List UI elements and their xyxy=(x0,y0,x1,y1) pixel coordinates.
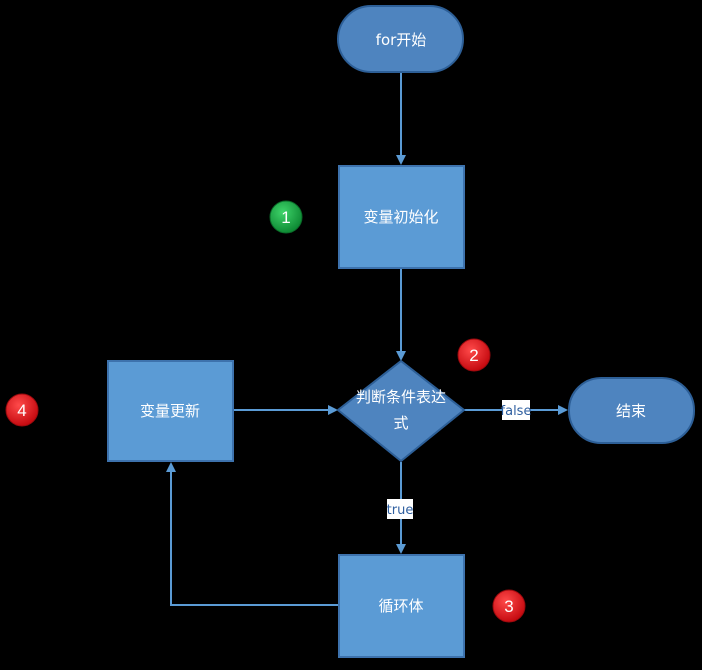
node-condition-line1: 判断条件表达 xyxy=(356,388,446,406)
step-badge-2: 2 xyxy=(457,338,491,372)
edge-label-true: true xyxy=(387,499,414,519)
false-label: false xyxy=(501,404,532,419)
node-condition-line2: 式 xyxy=(393,414,408,432)
node-update: 变量更新 xyxy=(107,360,234,462)
node-body: 循环体 xyxy=(338,554,465,658)
step-badge-1-text: 1 xyxy=(281,208,290,227)
node-end: 结束 xyxy=(568,377,695,444)
step-badge-4: 4 xyxy=(5,393,39,427)
step-badge-1: 1 xyxy=(269,200,303,234)
node-start-label: for开始 xyxy=(376,31,427,49)
node-update-label: 变量更新 xyxy=(140,402,200,420)
edge-label-false: false xyxy=(501,400,532,420)
node-init: 变量初始化 xyxy=(338,165,465,269)
step-badge-3: 3 xyxy=(492,589,526,623)
node-condition: 判断条件表达 式 xyxy=(336,359,466,463)
step-badge-2-text: 2 xyxy=(469,346,478,365)
node-body-label: 循环体 xyxy=(378,597,423,615)
node-init-label: 变量初始化 xyxy=(363,208,438,226)
edge-body-to-update xyxy=(166,462,339,606)
step-badge-3-text: 3 xyxy=(504,597,513,616)
node-end-label: 结束 xyxy=(616,402,646,420)
step-badge-4-text: 4 xyxy=(17,401,26,420)
node-start: for开始 xyxy=(337,5,464,73)
true-label: true xyxy=(387,503,414,518)
